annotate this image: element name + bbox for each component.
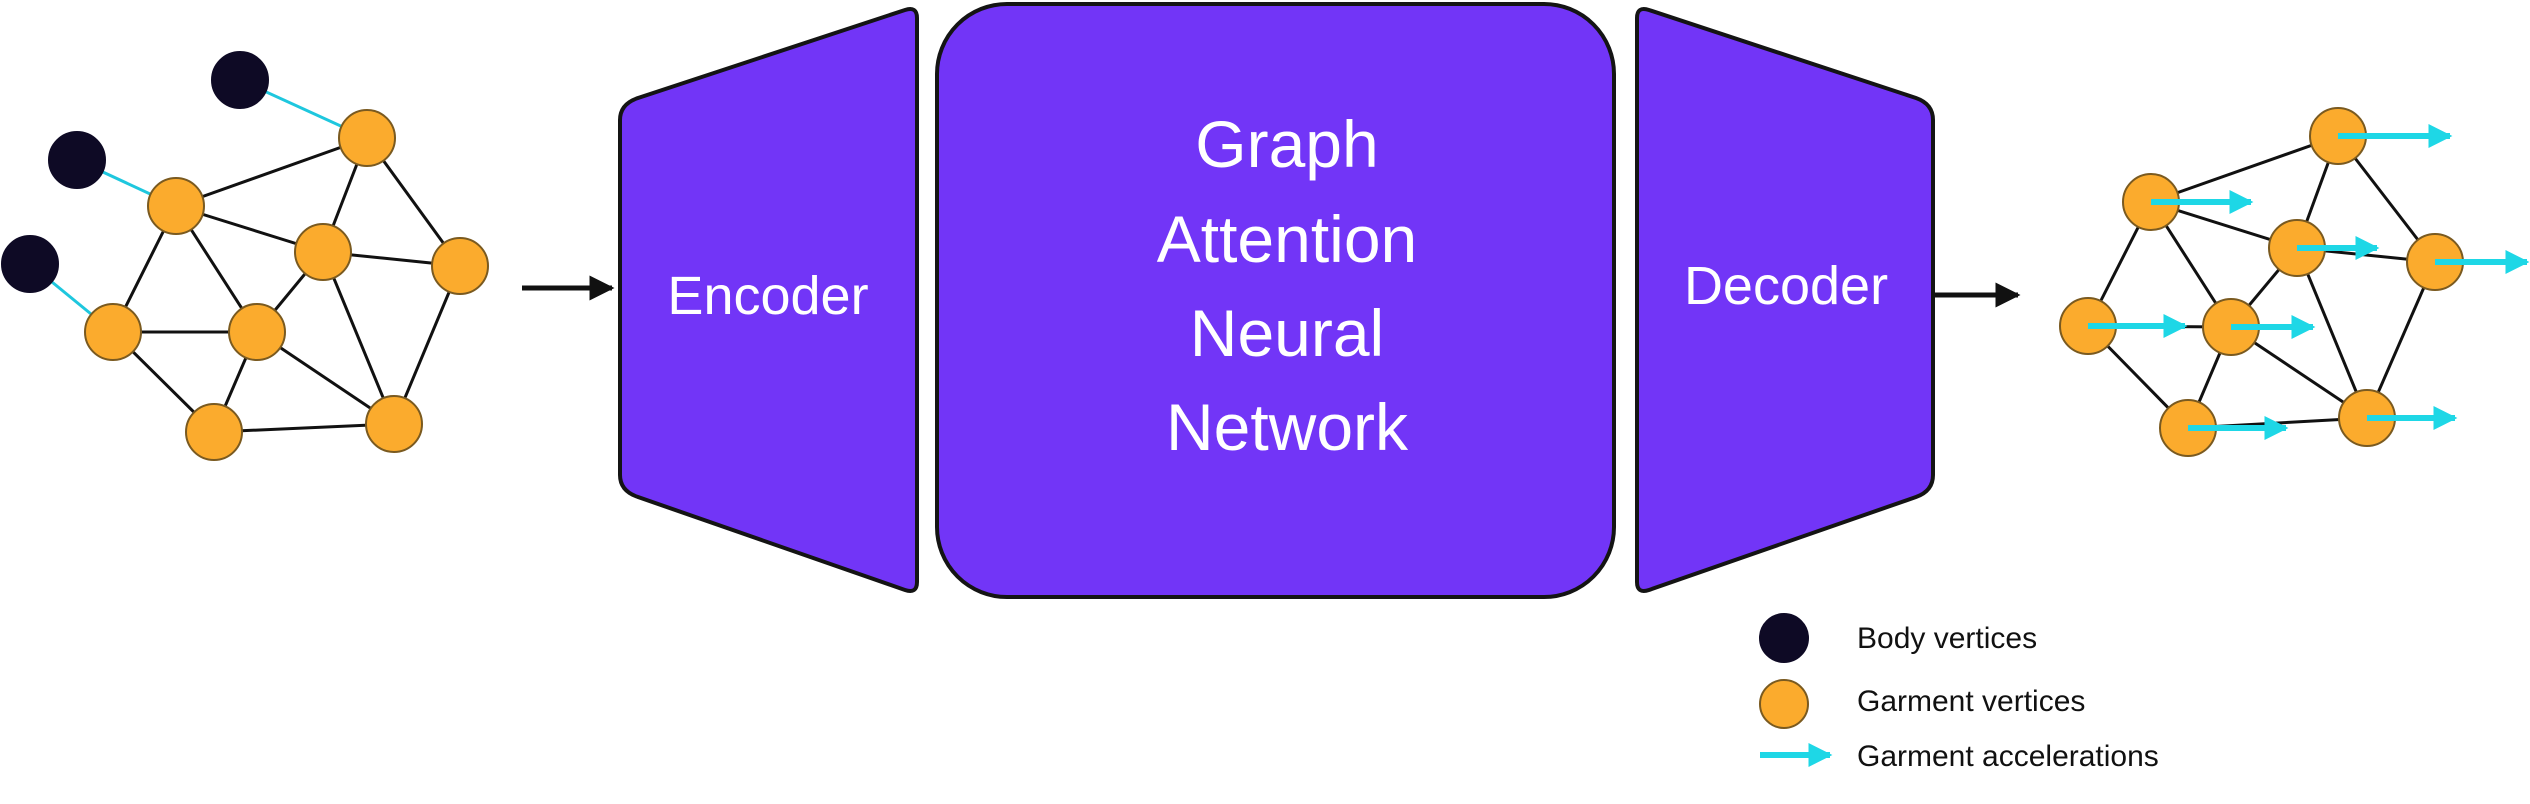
- encoder-label: Encoder: [667, 266, 868, 326]
- encoder-shape: [618, 7, 919, 593]
- garment-vertex: [147, 177, 205, 235]
- gnn-label-line-1: Graph: [1195, 107, 1378, 181]
- legend-garment-vertices-label: Garment vertices: [1857, 685, 2085, 718]
- decoder-label: Decoder: [1684, 256, 1888, 316]
- legend-body-vertex-swatch: [1759, 613, 1809, 663]
- garment-vertex: [228, 303, 286, 361]
- legend-body-vertices-label: Body vertices: [1857, 622, 2037, 655]
- garment-vertex: [185, 403, 243, 461]
- input-edge: [213, 422, 395, 434]
- decoder-shape: [1635, 7, 1935, 593]
- gnn-shape: [935, 2, 1616, 599]
- gnn-label-line-3: Neural: [1190, 296, 1384, 370]
- decoder-block: Decoder: [1635, 7, 1935, 593]
- input-edge: [175, 136, 368, 208]
- body-vertex: [1, 235, 59, 293]
- output-mesh-graph: [2059, 107, 2530, 457]
- body-vertex: [48, 131, 106, 189]
- garment-vertex: [431, 237, 489, 295]
- output-edge: [2295, 247, 2369, 419]
- legend-garment-accelerations-label: Garment accelerations: [1857, 740, 2159, 773]
- output-edge: [2150, 134, 2339, 204]
- input-graph-nodes: [1, 51, 489, 461]
- gnn-label-line-4: Network: [1166, 390, 1409, 464]
- garment-vertex: [84, 303, 142, 361]
- input-edge: [321, 251, 396, 425]
- output-graph-nodes: [2059, 107, 2464, 457]
- encoder-block: Encoder: [618, 7, 919, 593]
- input-mesh-graph: [1, 51, 489, 461]
- body-vertex: [211, 51, 269, 109]
- acceleration-arrows: [2088, 124, 2530, 440]
- gnn-label-line-2: Attention: [1157, 202, 1418, 276]
- gnn-block: Graph Attention Neural Network: [935, 2, 1616, 599]
- garment-vertex: [365, 395, 423, 453]
- garment-vertex: [338, 109, 396, 167]
- garment-vertex: [294, 223, 352, 281]
- legend: Body vertices Garment vertices Garment a…: [1759, 613, 2159, 773]
- legend-garment-vertex-swatch: [1759, 679, 1809, 729]
